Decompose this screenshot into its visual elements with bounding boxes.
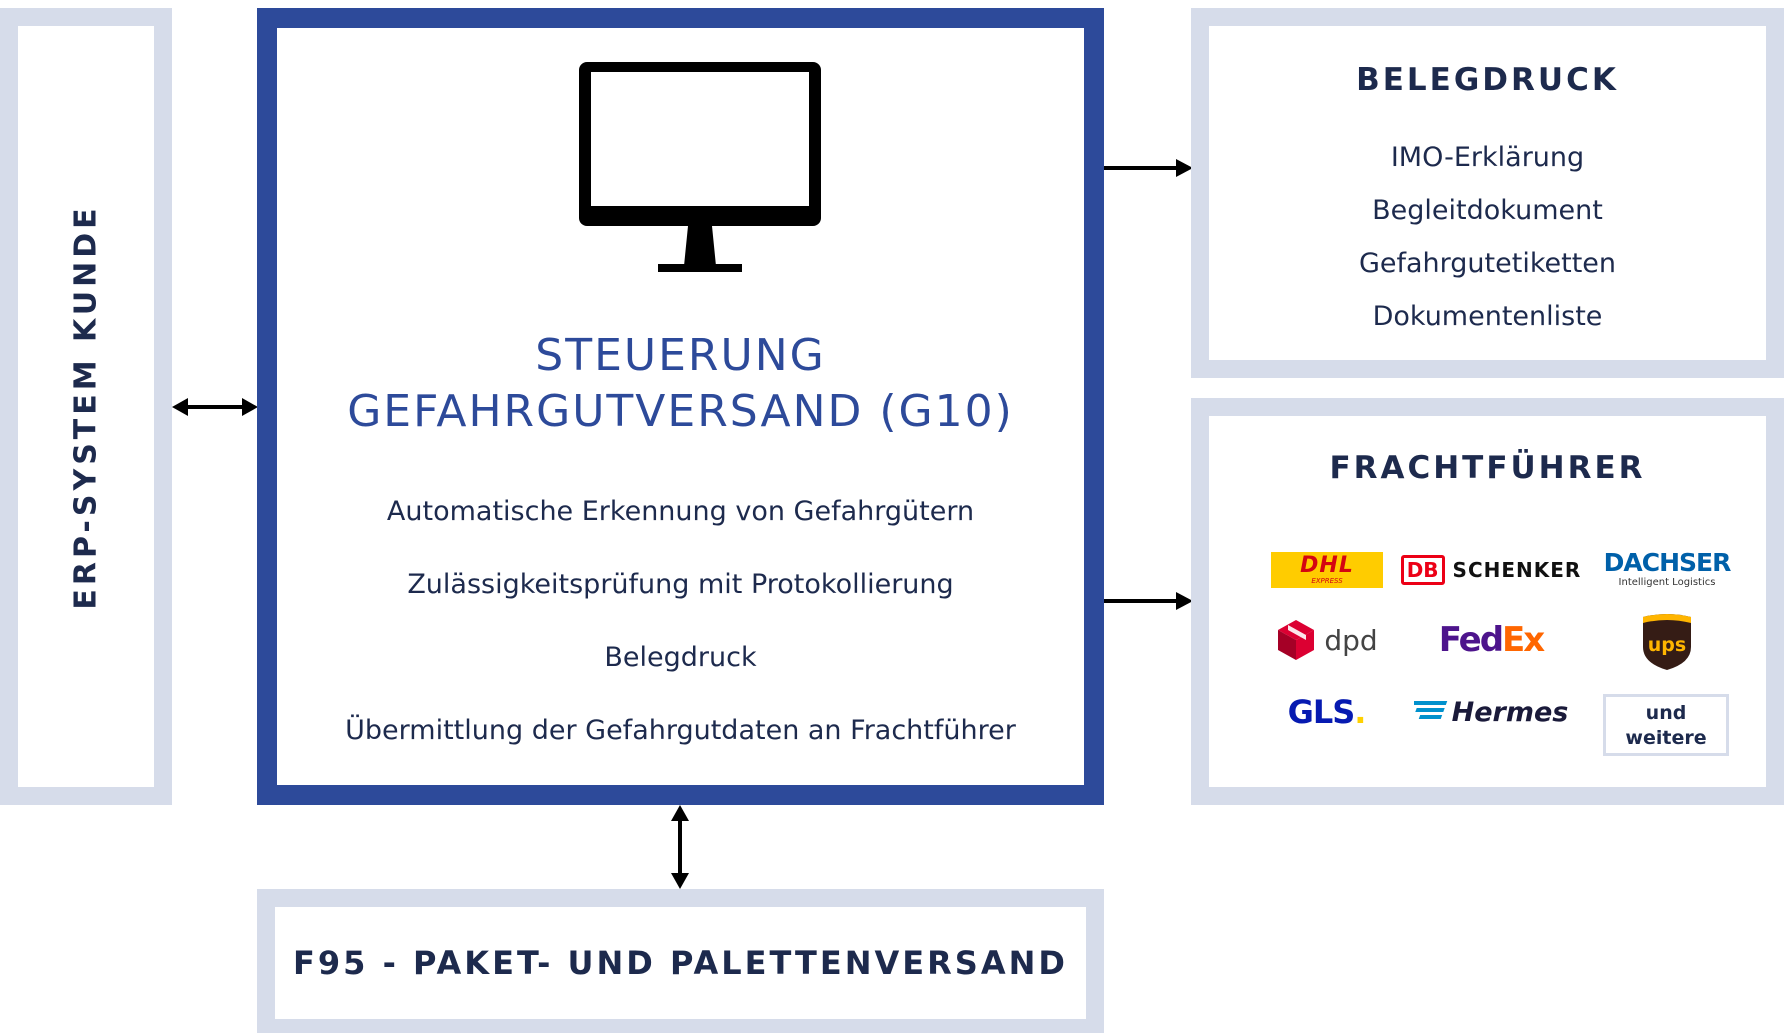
arrow-right-icon	[1104, 592, 1193, 610]
hermes-logo-text: Hermes	[1451, 696, 1569, 728]
dpd-logo-text: dpd	[1324, 623, 1378, 657]
fedex-logo-ex: Ex	[1502, 620, 1545, 660]
more-carriers-box: und weitere	[1603, 694, 1729, 756]
more-carriers-line2: weitere	[1625, 727, 1707, 749]
db-schenker-logo: DB SCHENKER	[1400, 552, 1580, 588]
belegdruck-heading: BELEGDRUCK	[1356, 62, 1619, 98]
f95-label: F95 - PAKET- UND PALETTENVERSAND	[293, 944, 1068, 982]
hermes-wing-icon	[1413, 701, 1447, 719]
dachser-logo-subtext: Intelligent Logistics	[1618, 577, 1716, 588]
gls-logo: GLS .	[1271, 688, 1383, 736]
more-carriers-line1: und	[1645, 702, 1687, 724]
belegdruck-item: IMO-Erklärung	[1390, 142, 1585, 173]
frachtfuehrer-box: FRACHTFÜHRER DHL EXPRESS DB SCHENKER DAC…	[1191, 398, 1784, 805]
gls-logo-dot: .	[1354, 693, 1367, 731]
dachser-logo-text: DACHSER	[1603, 548, 1732, 577]
monitor-icon	[579, 62, 821, 272]
g10-title-line1: STEUERUNG	[535, 330, 826, 381]
dhl-logo: DHL EXPRESS	[1271, 552, 1383, 588]
ups-logo-text: ups	[1647, 634, 1687, 656]
belegdruck-item: Begleitdokument	[1372, 195, 1603, 226]
db-logo-mark: DB	[1400, 555, 1445, 585]
erp-system-box: ERP-SYSTEM KUNDE	[0, 8, 172, 805]
belegdruck-item: Dokumentenliste	[1372, 301, 1603, 332]
feature-item: Zulässigkeitsprüfung mit Protokollierung	[407, 569, 954, 600]
dachser-logo: DACHSER Intelligent Logistics	[1593, 546, 1741, 592]
feature-item: Automatische Erkennung von Gefahrgütern	[386, 496, 975, 527]
dpd-logo: dpd	[1271, 616, 1383, 664]
arrow-right-icon	[1104, 159, 1193, 177]
schenker-logo-text: SCHENKER	[1452, 558, 1582, 582]
dpd-cube-icon	[1278, 620, 1315, 660]
feature-item: Übermittlung der Gefahrgutdaten an Frach…	[345, 715, 1016, 746]
g10-feature-list: Automatische Erkennung von Gefahrgütern …	[277, 490, 1084, 782]
dhl-logo-subtext: EXPRESS	[1311, 577, 1343, 585]
hermes-logo: Hermes	[1407, 688, 1575, 736]
double-arrow-icon	[671, 805, 689, 889]
fedex-logo: Fed Ex	[1407, 616, 1575, 664]
belegdruck-box: BELEGDRUCK IMO-Erklärung Begleitdokument…	[1191, 8, 1784, 378]
double-arrow-icon	[172, 398, 258, 416]
gls-logo-text: GLS	[1287, 693, 1356, 731]
erp-system-label: ERP-SYSTEM KUNDE	[68, 203, 104, 610]
g10-title: STEUERUNG GEFAHRGUTVERSAND (G10)	[277, 328, 1084, 440]
dhl-logo-text: DHL	[1300, 553, 1354, 578]
feature-item: Belegdruck	[604, 642, 757, 673]
g10-control-box: STEUERUNG GEFAHRGUTVERSAND (G10) Automat…	[257, 8, 1104, 805]
belegdruck-list: IMO-Erklärung Begleitdokument Gefahrgute…	[1209, 138, 1766, 350]
f95-shipping-box: F95 - PAKET- UND PALETTENVERSAND	[257, 889, 1104, 1033]
g10-title-line2: GEFAHRGUTVERSAND (G10)	[347, 386, 1014, 437]
ups-shield-icon	[1643, 614, 1691, 670]
frachtfuehrer-heading: FRACHTFÜHRER	[1329, 450, 1646, 486]
fedex-logo-fed: Fed	[1438, 620, 1504, 660]
ups-logo: ups	[1627, 612, 1707, 672]
belegdruck-item: Gefahrgutetiketten	[1358, 248, 1617, 279]
